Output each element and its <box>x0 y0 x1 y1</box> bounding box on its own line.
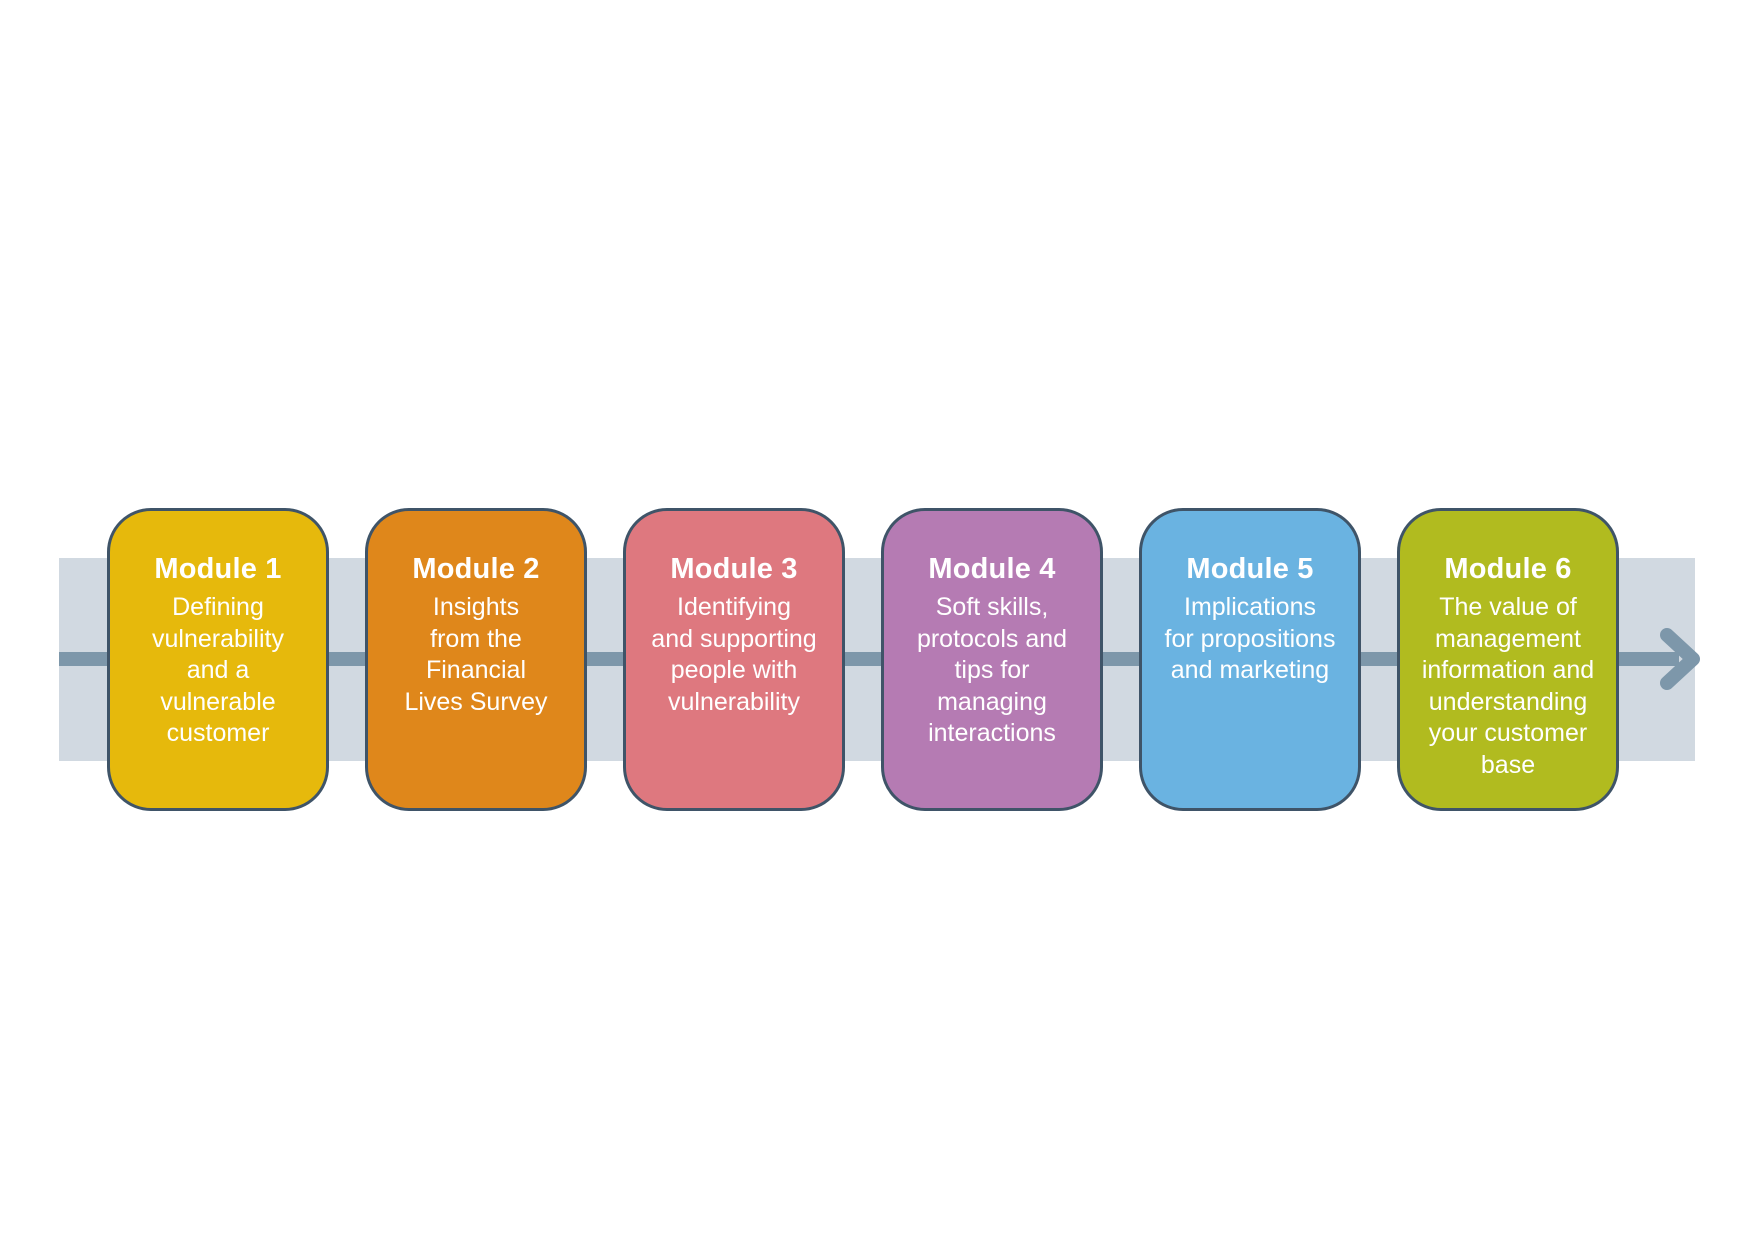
module-description: The value of management information and … <box>1421 593 1595 779</box>
module-description: Soft skills, protocols and tips for mana… <box>916 593 1068 747</box>
module-card-5: Module 5 Implications for propositions an… <box>1139 508 1361 811</box>
module-card-2: Module 2 Insights from the Financial Live… <box>365 508 587 811</box>
module-title: Module 4 <box>928 553 1056 585</box>
module-card-4: Module 4 Soft skills, protocols and tips … <box>881 508 1103 811</box>
module-description: Insights from the Financial Lives Survey <box>404 593 548 716</box>
module-title: Module 5 <box>1186 553 1314 585</box>
module-description: Identifying and supporting people with v… <box>651 593 817 716</box>
module-title: Module 6 <box>1444 553 1572 585</box>
module-description: Defining vulnerability and a vulnerable … <box>151 593 284 747</box>
module-description: Implications for propositions and market… <box>1164 593 1336 684</box>
module-card-6: Module 6 The value of management informat… <box>1397 508 1619 811</box>
module-card-1: Module 1 Defining vulnerability and a vul… <box>107 508 329 811</box>
module-card-3: Module 3 Identifying and supporting peopl… <box>623 508 845 811</box>
module-title: Module 1 <box>154 553 282 585</box>
module-title: Module 3 <box>670 553 798 585</box>
arrow-right-icon <box>1660 628 1700 690</box>
module-title: Module 2 <box>412 553 540 585</box>
